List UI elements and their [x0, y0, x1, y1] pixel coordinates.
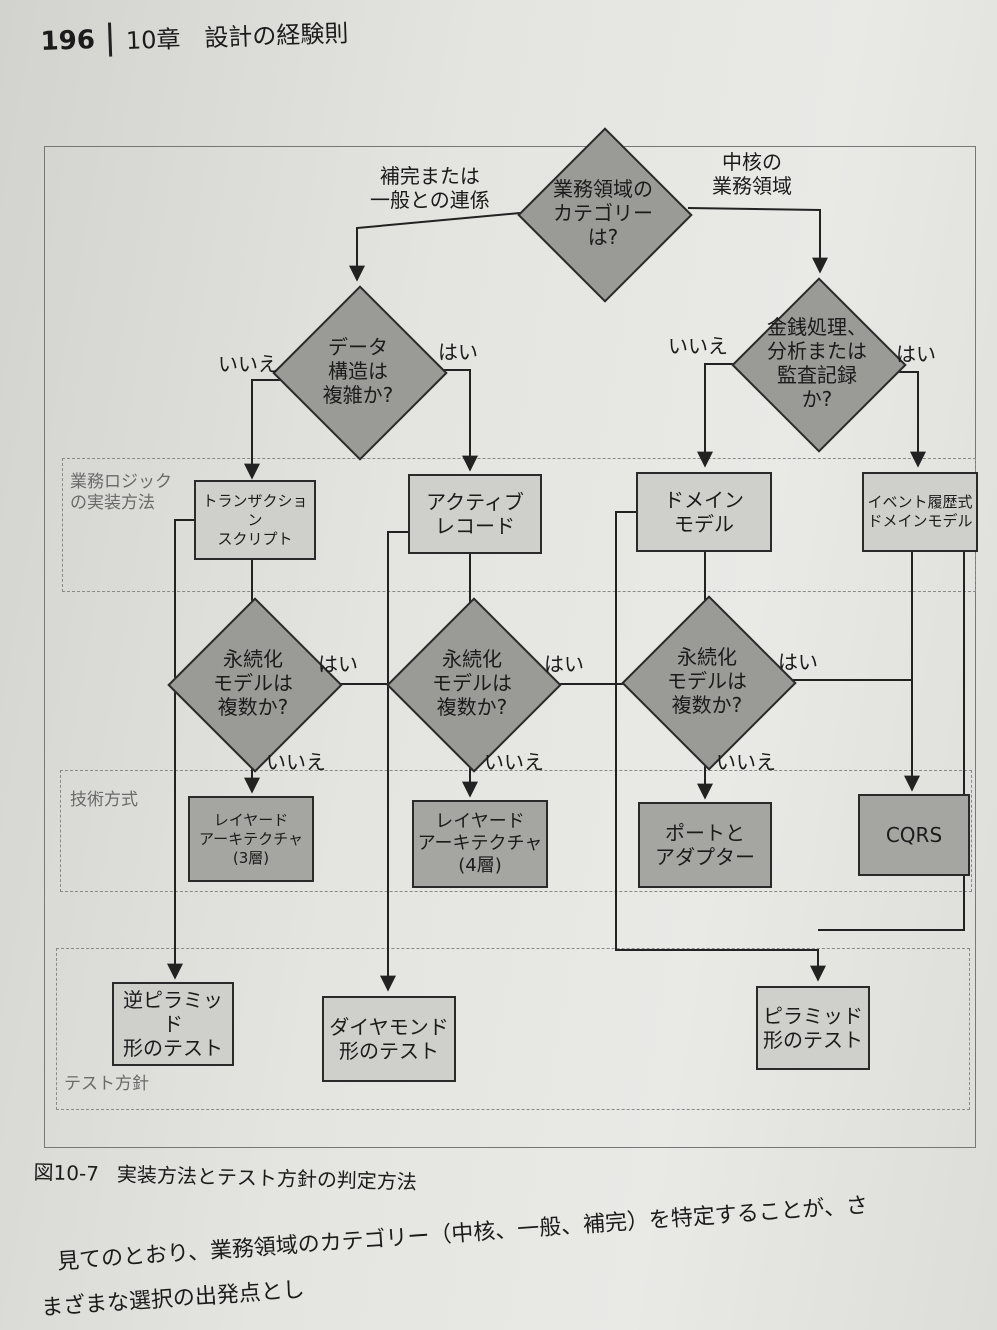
zone-label-testing: テスト方針	[64, 1074, 149, 1094]
zone-label-business-logic: 業務ロジック の実装方法	[70, 472, 172, 513]
branch-p3-no: いいえ	[716, 750, 776, 774]
decision-category: 業務領域の カテゴリー は?	[517, 127, 693, 303]
box-reverse-pyramid-test: 逆ピラミッド 形のテスト	[112, 982, 234, 1066]
edge-category-core	[687, 207, 828, 274]
box-ports-and-adapters: ポートと アダプター	[638, 802, 772, 888]
branch-money-no: いいえ	[668, 334, 728, 358]
branch-money-yes: はい	[896, 342, 936, 366]
decision-persistence-2: 永続化 モデルは 複数か?	[386, 597, 562, 773]
decision-persistence-1: 永続化 モデルは 複数か?	[167, 597, 343, 773]
box-transaction-script: トランザクション スクリプト	[194, 480, 316, 560]
edge-dm-to-pyramid	[615, 511, 826, 982]
box-cqrs: CQRS	[858, 794, 970, 876]
edge-money-yes	[897, 371, 926, 468]
decision-category-text: 業務領域の カテゴリー は?	[553, 177, 653, 249]
branch-supporting: 補完または 一般との連係	[370, 164, 490, 212]
box-pyramid-test: ピラミッド 形のテスト	[756, 986, 870, 1070]
branch-core: 中核の 業務領域	[712, 150, 792, 198]
branch-p2-yes: はい	[544, 652, 584, 676]
box-domain-model: ドメイン モデル	[636, 472, 772, 552]
edge-ds-yes	[438, 369, 478, 472]
figure-number: 図10-7	[33, 1159, 100, 1186]
decision-persistence-3: 永続化 モデルは 複数か?	[621, 595, 797, 771]
branch-p3-yes: はい	[778, 650, 818, 674]
edge-category-supporting	[349, 212, 521, 282]
decision-persistence-3-text: 永続化 モデルは 複数か?	[667, 645, 747, 717]
decision-money-text: 金銭処理、 分析または 監査記録 か?	[767, 315, 867, 411]
decision-persistence-2-text: 永続化 モデルは 複数か?	[432, 647, 512, 719]
box-layered-3: レイヤード アーキテクチャ (3層)	[188, 796, 314, 882]
decision-persistence-1-text: 永続化 モデルは 複数か?	[213, 647, 293, 719]
branch-p1-no: いいえ	[266, 750, 326, 774]
branch-ds-yes: はい	[438, 340, 478, 364]
branch-ds-no: いいえ	[218, 352, 278, 376]
zone-technology	[60, 770, 972, 892]
zone-testing	[56, 948, 970, 1110]
edge-ds-no	[244, 379, 282, 480]
decision-data-structure: データ 構造は 複雑か?	[272, 285, 448, 461]
box-layered-4: レイヤード アーキテクチャ (4層)	[412, 800, 548, 888]
box-active-record: アクティブ レコード	[408, 474, 542, 554]
branch-p2-no: いいえ	[484, 750, 544, 774]
box-event-sourced-domain-model: イベント履歴式 ドメインモデル	[862, 472, 978, 552]
branch-p1-yes: はい	[318, 652, 358, 676]
zone-label-technology: 技術方式	[70, 790, 138, 810]
decision-money: 金銭処理、 分析または 監査記録 か?	[731, 277, 907, 453]
decision-data-structure-text: データ 構造は 複雑か?	[322, 335, 394, 407]
box-diamond-test: ダイヤモンド 形のテスト	[322, 996, 456, 1082]
edge-ts-to-reverse-pyramid	[167, 519, 195, 980]
edge-money-no	[697, 363, 737, 468]
edge-ar-to-diamond	[380, 531, 412, 992]
figure-frame	[44, 146, 976, 1148]
